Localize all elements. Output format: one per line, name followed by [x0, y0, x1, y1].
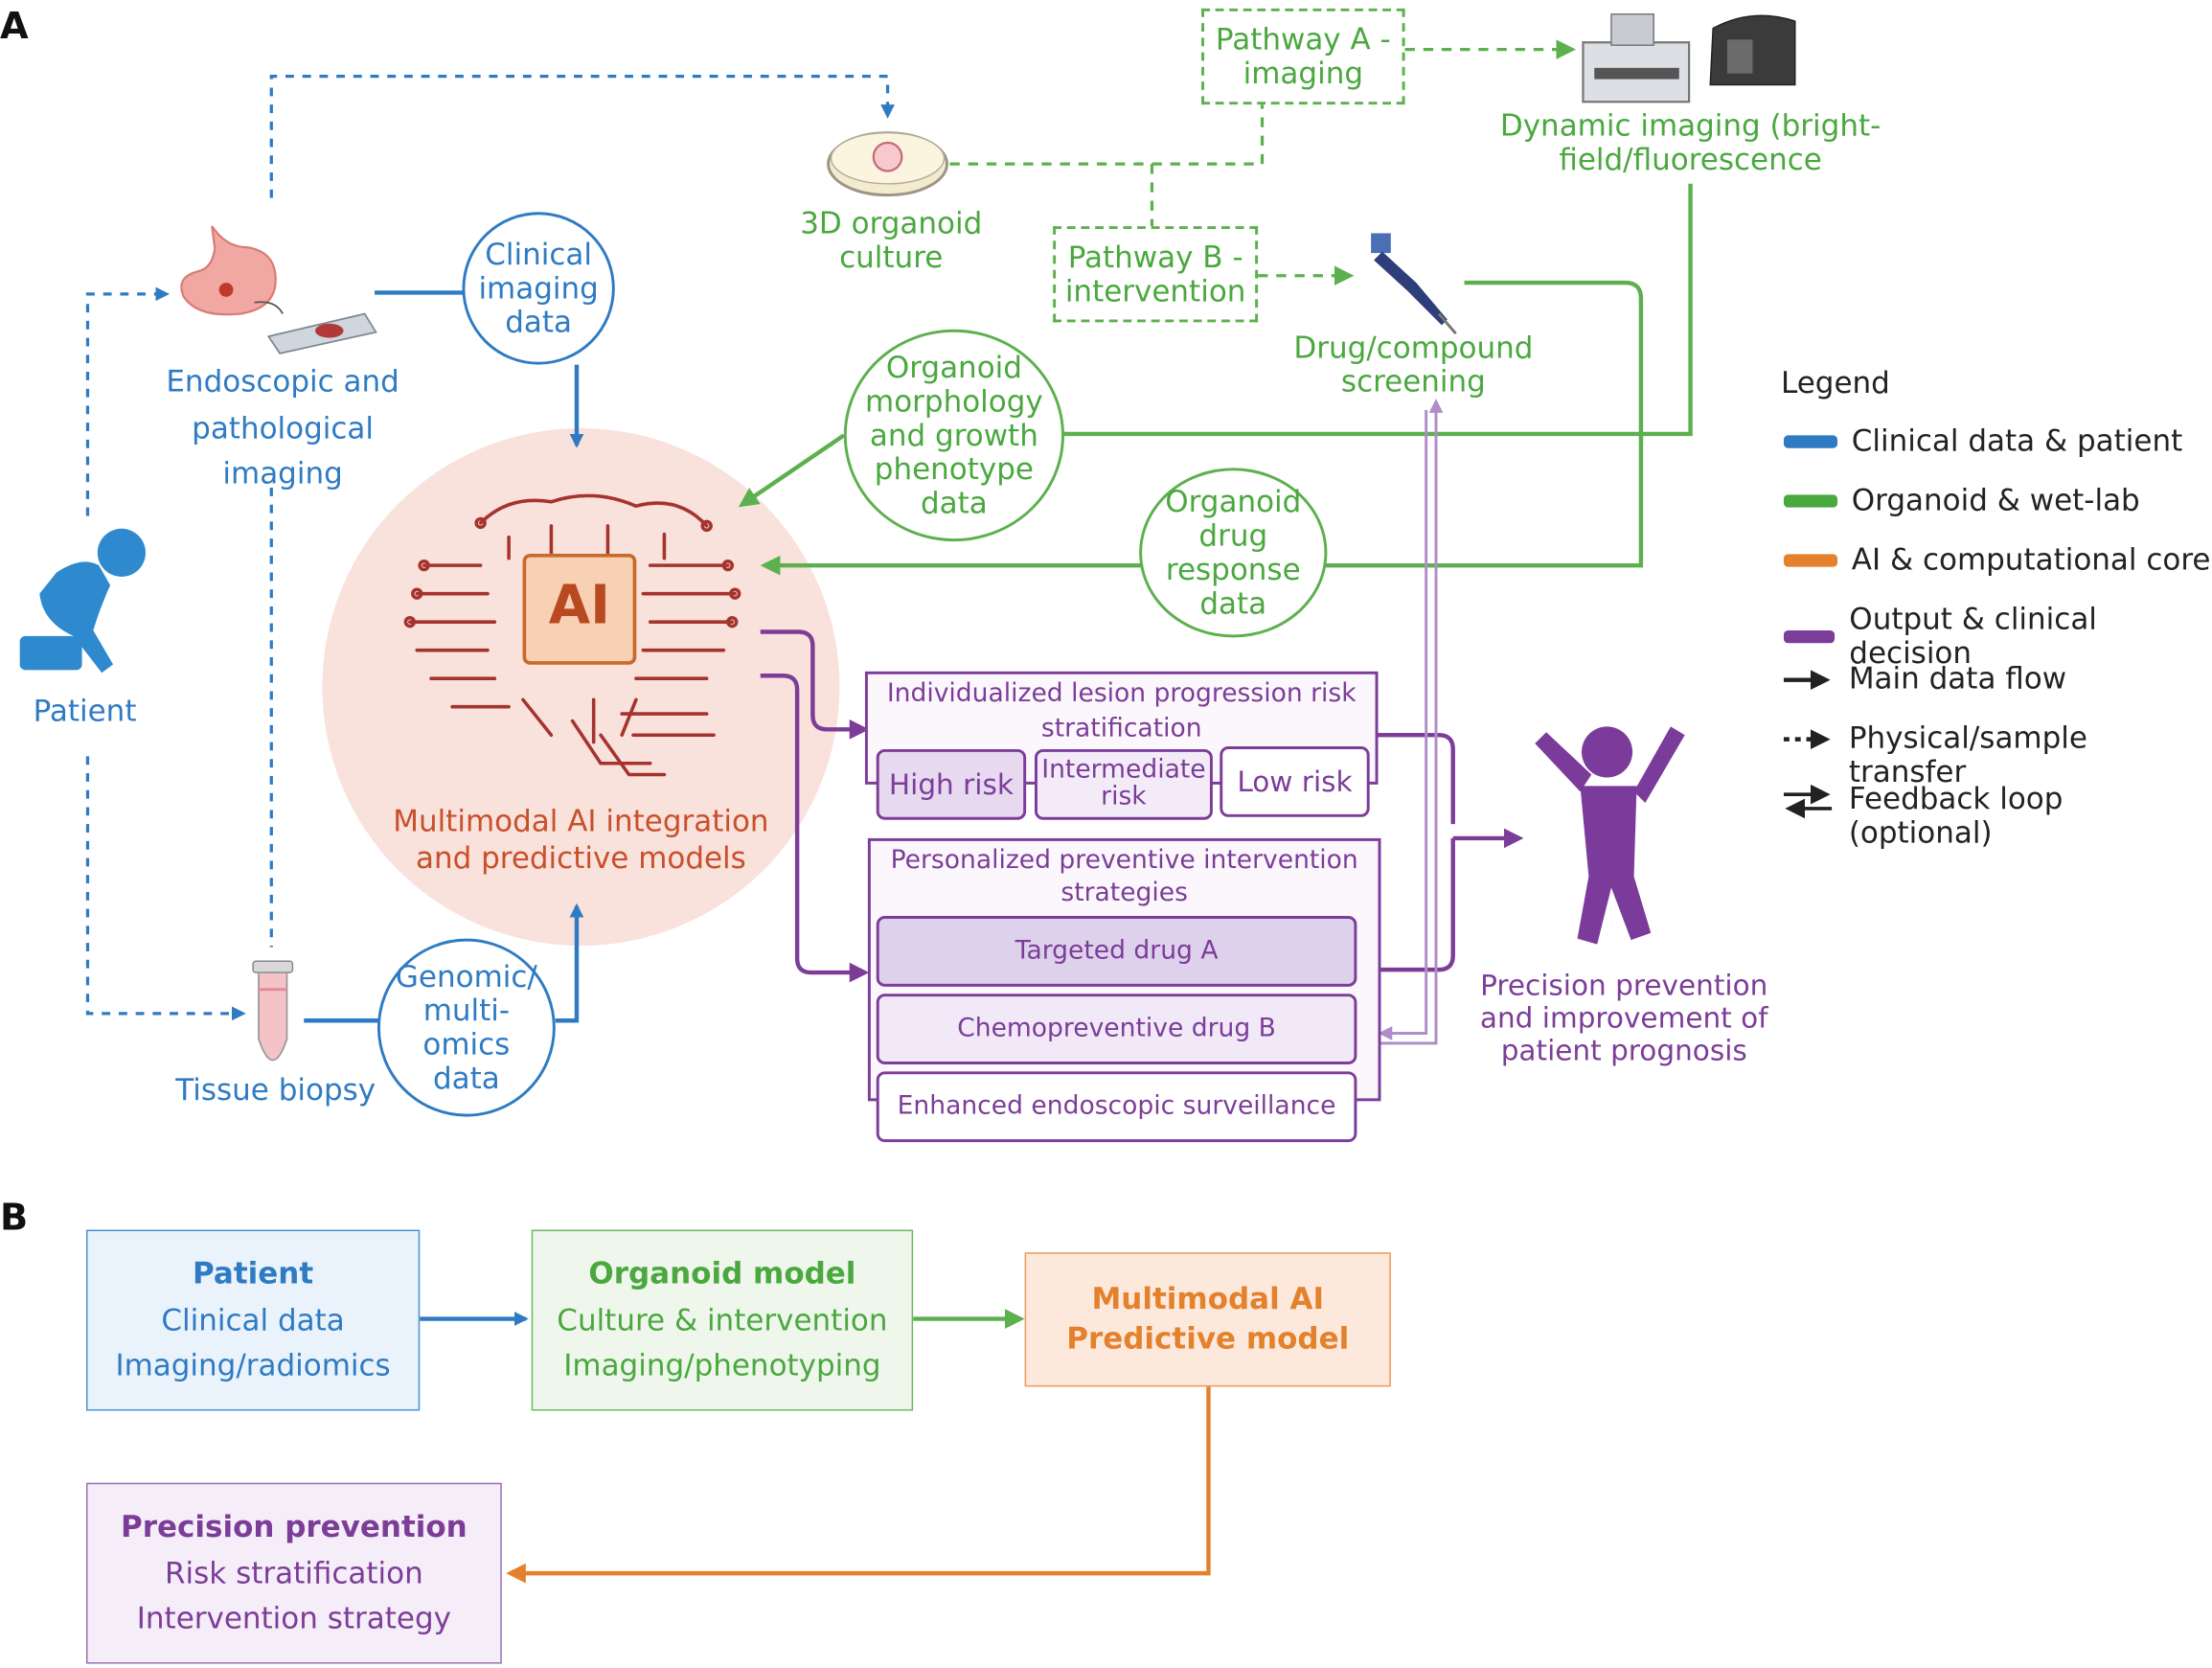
legend-item-ai: AI & computational core	[1783, 543, 2210, 577]
ai-chip-label: AI	[548, 574, 611, 636]
b-patient-line: Clinical data	[161, 1302, 345, 1337]
b-patient-box: Patient Clinical data Imaging/radiomics	[85, 1229, 421, 1411]
clinical-imaging-node: Clinical imaging data	[462, 212, 615, 365]
panel-a-label: A	[0, 5, 29, 49]
strategy-surveillance: Enhanced endoscopic surveillance	[876, 1071, 1357, 1143]
stomach-icon	[180, 225, 284, 316]
clinical-data-flows	[304, 290, 584, 1023]
legend-item-feedback: Feedback loop (optional)	[1848, 781, 2064, 850]
legend-title: Legend	[1781, 366, 1890, 400]
b-patient-title: Patient	[193, 1256, 314, 1291]
b-prevention-title: Precision prevention	[121, 1509, 467, 1544]
high-risk-box: High risk	[876, 748, 1027, 820]
b-organoid-title: Organoid model	[588, 1256, 856, 1291]
dynamic-imaging-label: Dynamic imaging (bright- field/fluoresce…	[1499, 108, 1881, 176]
legend-item-clinical: Clinical data & patient	[1783, 424, 2182, 458]
organoid-paths	[949, 39, 1577, 286]
petri-dish-icon	[827, 131, 948, 197]
b-prevention-box: Precision prevention Risk stratification…	[85, 1482, 502, 1664]
b-ai-title: Multimodal AI	[1091, 1282, 1324, 1316]
endoscopic-label: Endoscopic and pathological imaging	[166, 364, 399, 491]
pathway-a-box: Pathway A - imaging	[1201, 8, 1405, 105]
patient-label: Patient	[33, 694, 137, 728]
b-prevention-line: Risk stratification	[164, 1556, 423, 1590]
pathway-b-box: Pathway B - intervention	[1053, 226, 1259, 323]
intermediate-risk-box: Intermediate risk	[1034, 748, 1213, 820]
sample-transfer-paths	[85, 75, 895, 1021]
test-tube-icon	[252, 960, 294, 1062]
legend-item-output: Output & clinical decision	[1783, 603, 2212, 670]
b-prevention-line: Intervention strategy	[136, 1602, 451, 1636]
strategy-chemopreventive-drug: Chemopreventive drug B	[876, 994, 1357, 1064]
b-patient-line: Imaging/radiomics	[115, 1348, 391, 1383]
patient-icon	[19, 528, 146, 674]
b-ai-line: Predictive model	[1066, 1320, 1350, 1356]
panel-b-flows	[420, 1309, 1211, 1584]
b-organoid-line: Imaging/phenotyping	[563, 1348, 881, 1383]
output-flows	[760, 629, 1524, 983]
morphology-node: Organoid morphology and growth phenotype…	[843, 329, 1064, 542]
brain-circuit-icon	[403, 493, 741, 777]
legend-item-organoid: Organoid & wet-lab	[1783, 484, 2140, 517]
drug-screening-label: Drug/compound screening	[1293, 331, 1534, 399]
ai-chip	[522, 553, 637, 665]
celebrating-person-icon	[1535, 726, 1685, 945]
drug-response-node: Organoid drug response data	[1139, 468, 1328, 638]
strategy-targeted-drug: Targeted drug A	[876, 916, 1357, 987]
outcome-label: Precision prevention and improvement of …	[1479, 968, 1768, 1068]
risk-title: Individualized lesion progression risk s…	[886, 678, 1357, 744]
ai-core-disc	[322, 428, 840, 947]
feedback-loop	[1359, 399, 1444, 1045]
imaging-instrument-icon	[1582, 13, 1796, 103]
slide-icon	[266, 312, 377, 354]
b-organoid-box: Organoid model Culture & intervention Im…	[531, 1229, 914, 1411]
b-organoid-line: Culture & intervention	[557, 1302, 888, 1337]
organoid-data-flows	[738, 183, 1693, 576]
legend-item-sample-transfer: Physical/sample transfer	[1848, 720, 2087, 789]
pipette-icon	[1371, 233, 1457, 335]
b-ai-box: Multimodal AI Predictive model	[1024, 1252, 1391, 1387]
organoid-culture-label: 3D organoid culture	[800, 206, 983, 274]
legend-item-main-flow: Main data flow	[1848, 661, 2067, 696]
genomic-node: Genomic/ multi-omics data	[376, 938, 556, 1117]
strategies-title: Personalized preventive intervention str…	[890, 845, 1358, 908]
panel-b-label: B	[0, 1197, 29, 1240]
legend-symbols	[1783, 670, 1833, 819]
tissue-biopsy-label: Tissue biopsy	[175, 1072, 376, 1108]
low-risk-box: Low risk	[1220, 746, 1370, 817]
ai-caption: Multimodal AI integration and predictive…	[393, 804, 769, 876]
